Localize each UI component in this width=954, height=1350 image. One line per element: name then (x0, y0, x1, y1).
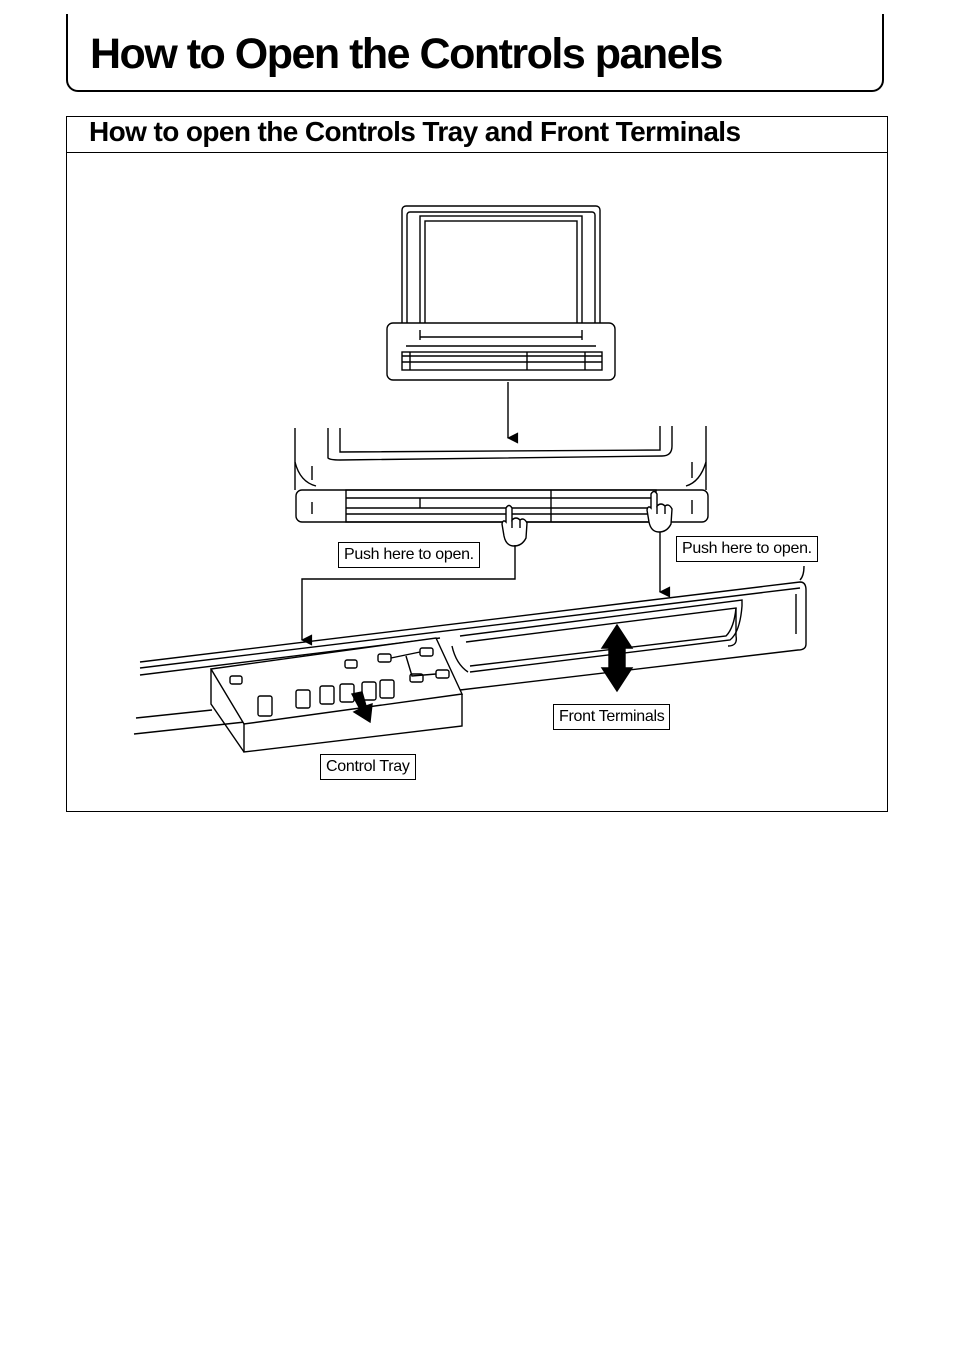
tv-bottom-closeup (295, 426, 708, 522)
double-arrow-icon (602, 625, 632, 691)
push-here-label-left: Push here to open. (338, 542, 480, 568)
pointing-hand-icon (647, 492, 672, 533)
control-tray-label: Control Tray (320, 754, 416, 780)
front-terminals-label: Front Terminals (553, 704, 670, 730)
pointing-hand-icon (502, 506, 527, 547)
push-here-label-right: Push here to open. (676, 536, 818, 562)
front-panel-closeup (134, 582, 806, 734)
tv-overview (387, 206, 615, 380)
